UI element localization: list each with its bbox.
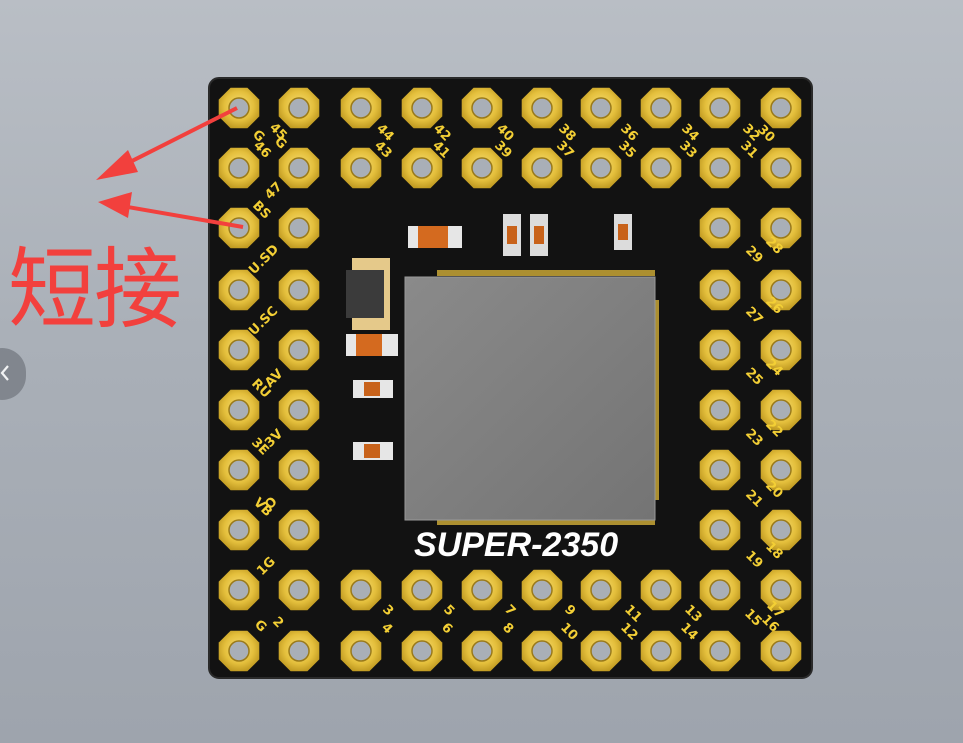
pad-hole [531, 97, 553, 119]
pad-hole [411, 157, 433, 179]
arrow-upper-head [96, 150, 138, 180]
pad-hole [228, 519, 250, 541]
pad-hole [288, 459, 310, 481]
pad-hole [709, 519, 731, 541]
pad-hole [531, 640, 553, 662]
pad-hole [350, 579, 372, 601]
pad-hole [770, 157, 792, 179]
pad-hole [709, 157, 731, 179]
pad-hole [709, 97, 731, 119]
pad-hole [590, 640, 612, 662]
pad-hole [350, 97, 372, 119]
pad-hole [471, 157, 493, 179]
pad-hole [288, 339, 310, 361]
pad-hole [288, 157, 310, 179]
pad-hole [288, 399, 310, 421]
pad-hole [650, 157, 672, 179]
pad-hole [709, 399, 731, 421]
pad-hole [770, 579, 792, 601]
pad-hole [228, 640, 250, 662]
arrow-lower-line [121, 204, 244, 229]
pad-hole [350, 157, 372, 179]
pad-hole [411, 640, 433, 662]
pad-hole [709, 279, 731, 301]
pad-hole [770, 339, 792, 361]
pad-hole [709, 579, 731, 601]
pad-hole [288, 279, 310, 301]
pad-hole [650, 97, 672, 119]
pad-hole [411, 579, 433, 601]
pad-hole [228, 399, 250, 421]
pad-hole [288, 97, 310, 119]
pad-hole [709, 640, 731, 662]
arrow-lower-head [98, 192, 132, 218]
pad-hole [709, 339, 731, 361]
pad-hole [288, 640, 310, 662]
pad-hole [590, 157, 612, 179]
pad-hole [709, 217, 731, 239]
smd-components [346, 214, 632, 460]
pad-hole [228, 97, 250, 119]
pad-hole [590, 97, 612, 119]
pad-hole [770, 279, 792, 301]
pad-hole [288, 217, 310, 239]
pad-hole [471, 579, 493, 601]
pad-hole [350, 640, 372, 662]
pad-hole [471, 640, 493, 662]
pad-hole [531, 157, 553, 179]
pad-hole [288, 519, 310, 541]
pad-hole [228, 339, 250, 361]
pad-hole [650, 640, 672, 662]
pad-hole [228, 459, 250, 481]
arrow-upper-line [117, 106, 238, 170]
pad-array [218, 87, 802, 672]
pad-hole [770, 519, 792, 541]
pad-hole [411, 97, 433, 119]
pad-hole [770, 399, 792, 421]
pad-hole [531, 579, 553, 601]
shorting-arrows [96, 106, 244, 229]
pad-hole [709, 459, 731, 481]
annotation-note: 短接 [8, 238, 182, 341]
pad-hole [770, 217, 792, 239]
board-name: SUPER-2350 [414, 526, 618, 564]
pad-hole [770, 640, 792, 662]
pad-hole [590, 579, 612, 601]
core-module [404, 270, 659, 525]
pad-hole [228, 579, 250, 601]
silkscreen: SUPER-2350 G 45 46 G 44 43 42 41 40 39 3… [246, 120, 786, 643]
pad-hole [228, 157, 250, 179]
pad-hole [228, 279, 250, 301]
pad-hole [650, 579, 672, 601]
pad-hole [471, 97, 493, 119]
pad-hole [770, 459, 792, 481]
chevron-left-icon [0, 365, 9, 381]
pad-hole [288, 579, 310, 601]
pad-hole [770, 97, 792, 119]
